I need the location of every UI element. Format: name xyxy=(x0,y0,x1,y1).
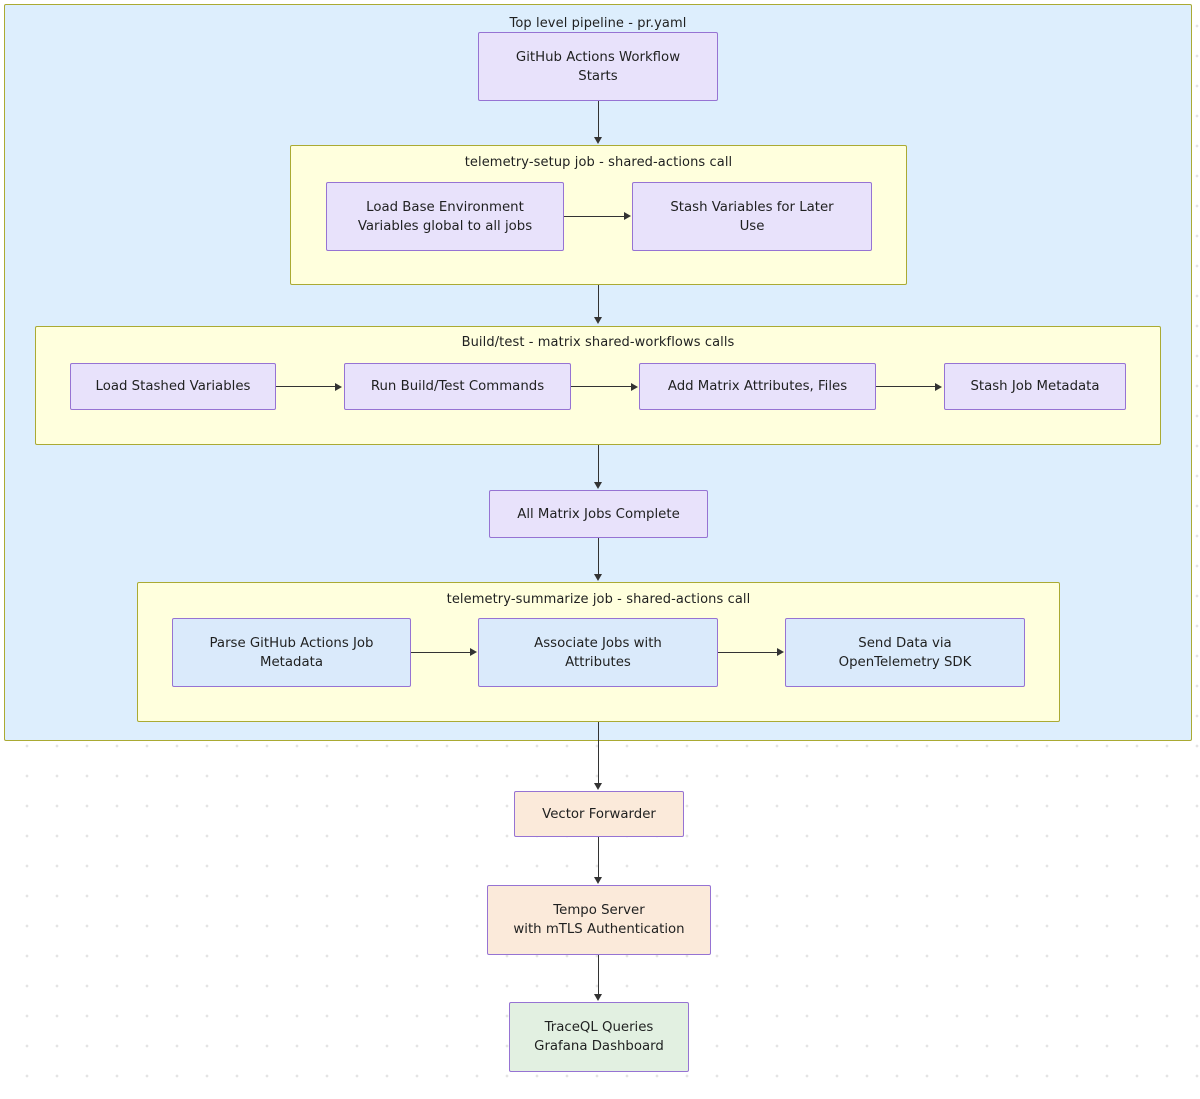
edge-telemetry-setup-to-build-test xyxy=(597,285,599,318)
node-load-stashed-variables[interactable]: Load Stashed Variables xyxy=(70,363,276,410)
node-line-2: Variables global to all jobs xyxy=(357,218,533,234)
subgraph-title-top-level-pipeline: Top level pipeline - pr.yaml xyxy=(509,16,687,31)
node-stash-variables-for-later-use[interactable]: Stash Variables for Later Use xyxy=(632,182,872,251)
arrowhead-parse-job-meta-to-associate-jobs xyxy=(470,648,477,656)
edge-load-base-env-to-stash-vars xyxy=(564,215,625,217)
edge-all-matrix-complete-to-telemetry-summarize xyxy=(597,538,599,575)
node-associate-jobs-with-attributes[interactable]: Associate Jobs with Attributes xyxy=(478,618,718,687)
node-line-1: Load Stashed Variables xyxy=(95,379,251,394)
arrowhead-telemetry-summarize-to-vector-forwarder xyxy=(593,783,602,790)
arrowhead-telemetry-setup-to-build-test xyxy=(593,317,602,324)
node-send-data-via-opentelemetry-sdk[interactable]: Send Data via OpenTelemetry SDK xyxy=(785,618,1025,687)
node-line-2: with mTLS Authentication xyxy=(513,922,685,937)
node-line-1: Send Data via xyxy=(858,635,952,651)
node-line-2: Use xyxy=(739,218,765,234)
arrowhead-load-base-env-to-stash-vars xyxy=(624,212,631,220)
node-line-1: Tempo Server xyxy=(553,903,645,918)
edge-build-test-to-all-matrix-complete xyxy=(597,445,599,483)
node-run-build-test-commands[interactable]: Run Build/Test Commands xyxy=(344,363,571,410)
node-line-2: Starts xyxy=(578,68,618,84)
node-line-1: Vector Forwarder xyxy=(542,806,656,822)
node-line-1: TraceQL Queries xyxy=(544,1020,654,1035)
subgraph-title-build-test: Build/test - matrix shared-workflows cal… xyxy=(461,335,735,350)
node-line-1: Stash Job Metadata xyxy=(970,379,1100,394)
node-stash-job-metadata[interactable]: Stash Job Metadata xyxy=(944,363,1126,410)
edge-load-stashed-to-run-build-test xyxy=(276,386,336,388)
subgraph-title-telemetry-setup: telemetry-setup job - shared-actions cal… xyxy=(464,155,733,170)
node-line-1: Load Base Environment xyxy=(366,199,524,215)
arrowhead-run-build-test-to-add-matrix-attrs xyxy=(631,382,638,391)
node-line-2: Metadata xyxy=(260,654,323,670)
node-line-2: OpenTelemetry SDK xyxy=(838,654,972,670)
arrowhead-associate-jobs-to-send-data xyxy=(777,648,784,656)
edge-tempo-server-to-traceql xyxy=(597,955,599,996)
edge-add-matrix-attrs-to-stash-job-meta xyxy=(876,386,936,388)
edge-telemetry-summarize-to-vector-forwarder xyxy=(597,722,599,784)
node-all-matrix-jobs-complete[interactable]: All Matrix Jobs Complete xyxy=(489,490,708,538)
node-line-1: GitHub Actions Workflow xyxy=(515,49,681,65)
node-line-1: Associate Jobs with xyxy=(534,635,662,651)
edge-workflow-start-to-telemetry-setup xyxy=(597,101,599,138)
edge-associate-jobs-to-send-data xyxy=(718,651,778,653)
arrowhead-load-stashed-to-run-build-test xyxy=(335,382,342,391)
node-line-2: Attributes xyxy=(565,654,631,670)
arrowhead-tempo-server-to-traceql xyxy=(593,994,602,1001)
subgraph-title-telemetry-summarize: telemetry-summarize job - shared-actions… xyxy=(446,592,751,607)
arrowhead-vector-forwarder-to-tempo-server xyxy=(593,877,602,884)
node-line-2: Grafana Dashboard xyxy=(534,1039,664,1054)
arrowhead-workflow-start-to-telemetry-setup xyxy=(593,137,602,144)
node-add-matrix-attributes-files[interactable]: Add Matrix Attributes, Files xyxy=(639,363,876,410)
node-line-1: Run Build/Test Commands xyxy=(370,379,545,394)
node-line-1: Parse GitHub Actions Job xyxy=(209,635,374,651)
arrowhead-add-matrix-attrs-to-stash-job-meta xyxy=(935,382,942,391)
edge-vector-forwarder-to-tempo-server xyxy=(597,837,599,878)
arrowhead-all-matrix-complete-to-telemetry-summarize xyxy=(593,574,602,581)
node-line-1: All Matrix Jobs Complete xyxy=(517,506,680,522)
node-line-1: Stash Variables for Later xyxy=(670,199,834,215)
node-vector-forwarder[interactable]: Vector Forwarder xyxy=(514,791,684,837)
node-github-actions-workflow-starts[interactable]: GitHub Actions Workflow Starts xyxy=(478,32,718,101)
node-load-base-environment-variables[interactable]: Load Base Environment Variables global t… xyxy=(326,182,564,251)
node-tempo-server-mtls[interactable]: Tempo Server with mTLS Authentication xyxy=(487,885,711,955)
edge-run-build-test-to-add-matrix-attrs xyxy=(571,386,632,388)
edge-parse-job-meta-to-associate-jobs xyxy=(411,651,471,653)
node-parse-github-actions-job-metadata[interactable]: Parse GitHub Actions Job Metadata xyxy=(172,618,411,687)
node-line-1: Add Matrix Attributes, Files xyxy=(667,379,848,394)
node-traceql-queries-grafana-dashboard[interactable]: TraceQL Queries Grafana Dashboard xyxy=(509,1002,689,1072)
arrowhead-build-test-to-all-matrix-complete xyxy=(593,482,602,489)
